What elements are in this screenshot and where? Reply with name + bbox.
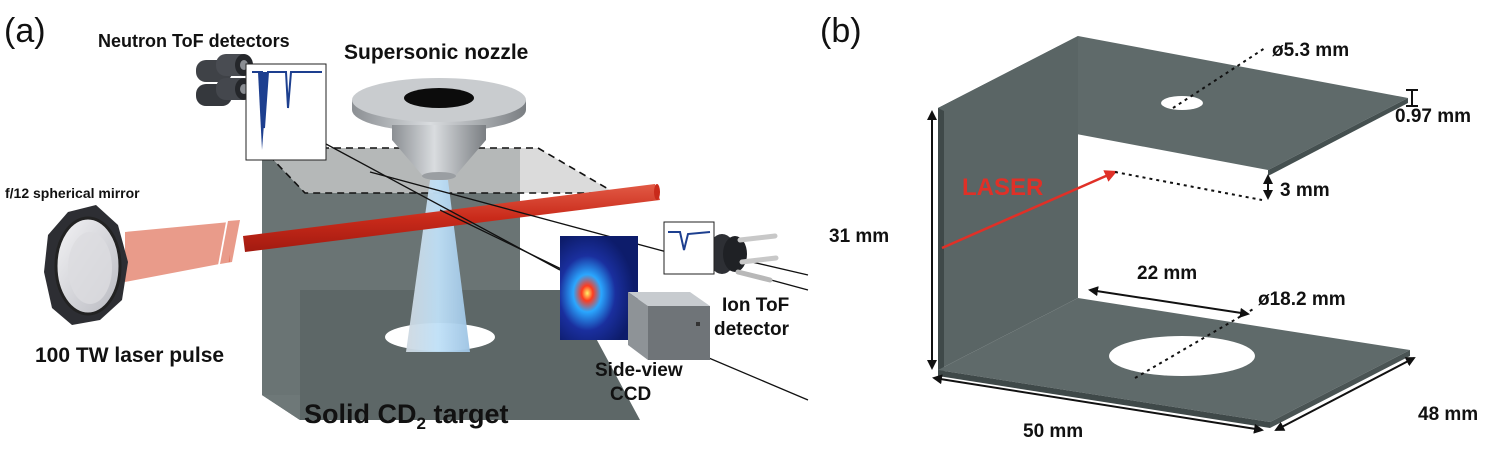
mirror-label: f/12 spherical mirror: [5, 185, 140, 201]
height-dim-label: 31 mm: [829, 226, 889, 247]
target-label: Solid CD2 target: [304, 399, 509, 433]
beam-stub: [220, 220, 240, 264]
inner-depth-dim-arrow: [1088, 286, 1250, 318]
thickness-dim-marker: [1406, 89, 1418, 107]
side-wall: [938, 36, 1078, 370]
ion-detector: [708, 233, 779, 283]
top-plate-edge: [1268, 98, 1408, 176]
top-hole-dim-label: ø5.3 mm: [1272, 40, 1349, 61]
width-dim-arrow: [932, 374, 1264, 434]
width-dim-label: 50 mm: [1023, 421, 1083, 442]
side-wall-front: [938, 108, 944, 372]
panel-b: (b) LASER ø5.3 mm 0.97 mm 3 mm: [820, 12, 1478, 442]
neutron-signal-trace: [245, 63, 327, 161]
laser-pulse-label: 100 TW laser pulse: [35, 344, 224, 367]
ccd-label-line2: CCD: [610, 384, 651, 405]
ion-detector-label-line2: detector: [714, 319, 790, 340]
top-hole-dim-line: [1172, 47, 1266, 109]
ccd-label-line1: Side-view: [595, 360, 683, 381]
nozzle-label: Supersonic nozzle: [344, 41, 528, 64]
panel-a-letter: (a): [4, 12, 46, 50]
supersonic-nozzle: [352, 78, 526, 180]
laser-path-dotted: [1114, 171, 1263, 201]
beam-end: [654, 184, 660, 200]
gas-jet: [406, 180, 470, 352]
neutron-detectors: [196, 54, 253, 106]
neutron-detectors-label: Neutron ToF detectors: [98, 31, 290, 51]
gap-dim-label: 3 mm: [1280, 180, 1330, 201]
target-label-main: Solid CD: [304, 399, 417, 429]
target-label-subscript: 2: [417, 414, 426, 433]
focused-laser-beam: [243, 184, 660, 252]
target-floor: [300, 290, 640, 420]
depth-dim-label: 48 mm: [1418, 404, 1478, 425]
spherical-mirror: [44, 205, 128, 325]
bottom-hole-dim-label: ø18.2 mm: [1258, 289, 1346, 310]
ccd-camera: [628, 292, 710, 360]
panel-b-letter: (b): [820, 12, 862, 50]
incoming-beam: [125, 222, 230, 282]
thickness-dim-label: 0.97 mm: [1395, 106, 1471, 127]
ion-signal-trace: [663, 221, 715, 275]
depth-dim-arrow: [1274, 357, 1416, 431]
bottom-hole: [1109, 336, 1255, 376]
laser-label: LASER: [962, 174, 1043, 201]
ccd-image: [560, 236, 638, 340]
panel-a: (a): [4, 12, 809, 433]
top-hole: [1161, 96, 1203, 110]
ion-detector-label-line1: Ion ToF: [722, 295, 789, 316]
bottom-hole-dim-line: [1134, 307, 1256, 379]
target-label-end: target: [426, 399, 509, 429]
laser-arrow: [941, 170, 1118, 250]
inner-depth-dim-label: 22 mm: [1137, 263, 1197, 284]
